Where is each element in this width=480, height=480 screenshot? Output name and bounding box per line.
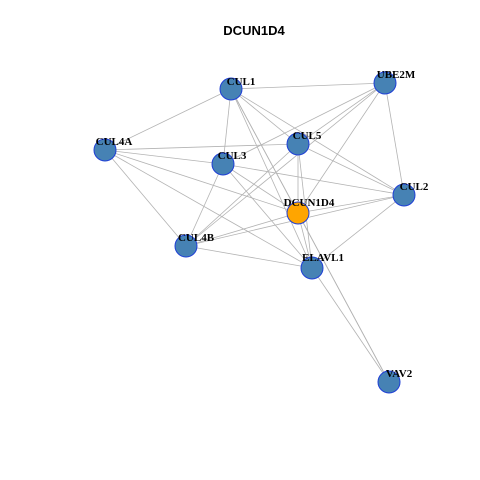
node-label-elavl1: ELAVL1 <box>302 252 344 264</box>
node-label-cul4a: CUL4A <box>96 136 133 148</box>
node-circle-cul2 <box>392 183 416 207</box>
edge-cul1-cul3 <box>222 88 232 165</box>
node-cul3: CUL3 <box>211 150 247 176</box>
node-label-cul4b: CUL4B <box>178 232 215 244</box>
edge-dcun1d4-cul4b <box>185 212 299 247</box>
edge-cul1-cul4a <box>104 88 232 151</box>
node-ube2m: UBE2M <box>373 69 416 95</box>
node-cul1: CUL1 <box>219 76 256 101</box>
edge-cul4a-cul3 <box>104 149 224 165</box>
node-vav2: VAV2 <box>377 368 413 394</box>
node-circle-cul5 <box>286 132 310 156</box>
node-circle-elavl1 <box>300 256 324 280</box>
edge-dcun1d4-vav2 <box>297 212 390 383</box>
node-label-cul3: CUL3 <box>218 150 247 162</box>
edge-cul5-cul4b <box>185 143 299 247</box>
edge-cul3-elavl1 <box>222 163 313 269</box>
node-label-cul5: CUL5 <box>293 130 322 142</box>
node-cul2: CUL2 <box>392 181 429 207</box>
edge-ube2m-cul2 <box>384 82 405 196</box>
edge-cul1-elavl1 <box>230 88 313 269</box>
node-circle-cul1 <box>219 77 243 101</box>
node-circle-vav2 <box>377 370 401 394</box>
edge-cul2-dcun1d4 <box>297 194 405 214</box>
edge-cul4a-dcun1d4 <box>104 149 299 214</box>
node-cul5: CUL5 <box>286 130 322 156</box>
edge-ube2m-cul5 <box>297 82 386 145</box>
edge-ube2m-cul4b <box>185 82 386 247</box>
edge-cul4a-elavl1 <box>104 149 313 269</box>
node-circle-cul3 <box>211 152 235 176</box>
edge-cul1-ube2m <box>230 82 386 90</box>
edge-cul3-cul2 <box>222 163 405 196</box>
node-cul4b: CUL4B <box>174 232 215 258</box>
edge-ube2m-dcun1d4 <box>297 82 386 214</box>
edge-cul4a-cul5 <box>104 143 299 151</box>
edge-cul3-dcun1d4 <box>222 163 299 214</box>
edge-cul3-cul4b <box>185 163 224 247</box>
edge-elavl1-vav2 <box>311 267 390 383</box>
node-circle-cul4a <box>93 138 117 162</box>
graph-title: DCUN1D4 <box>223 23 285 38</box>
node-label-dcun1d4: DCUN1D4 <box>284 197 335 209</box>
node-label-ube2m: UBE2M <box>377 69 416 81</box>
node-circle-cul4b <box>174 234 198 258</box>
node-circle-dcun1d4 <box>286 201 310 225</box>
node-dcun1d4: DCUN1D4 <box>284 197 335 225</box>
node-elavl1: ELAVL1 <box>300 252 344 280</box>
node-circle-ube2m <box>373 71 397 95</box>
edge-cul5-cul2 <box>297 143 405 196</box>
edge-ube2m-cul3 <box>222 82 386 165</box>
edge-cul2-elavl1 <box>311 194 405 269</box>
node-label-cul2: CUL2 <box>400 181 429 193</box>
edge-cul4a-cul4b <box>104 149 187 247</box>
edge-layer <box>104 82 405 383</box>
edge-cul4b-elavl1 <box>185 245 313 269</box>
node-label-cul1: CUL1 <box>227 76 256 88</box>
node-cul4a: CUL4A <box>93 136 133 162</box>
edge-cul1-cul5 <box>230 88 299 145</box>
edge-cul1-cul2 <box>230 88 405 196</box>
node-label-vav2: VAV2 <box>386 368 413 380</box>
